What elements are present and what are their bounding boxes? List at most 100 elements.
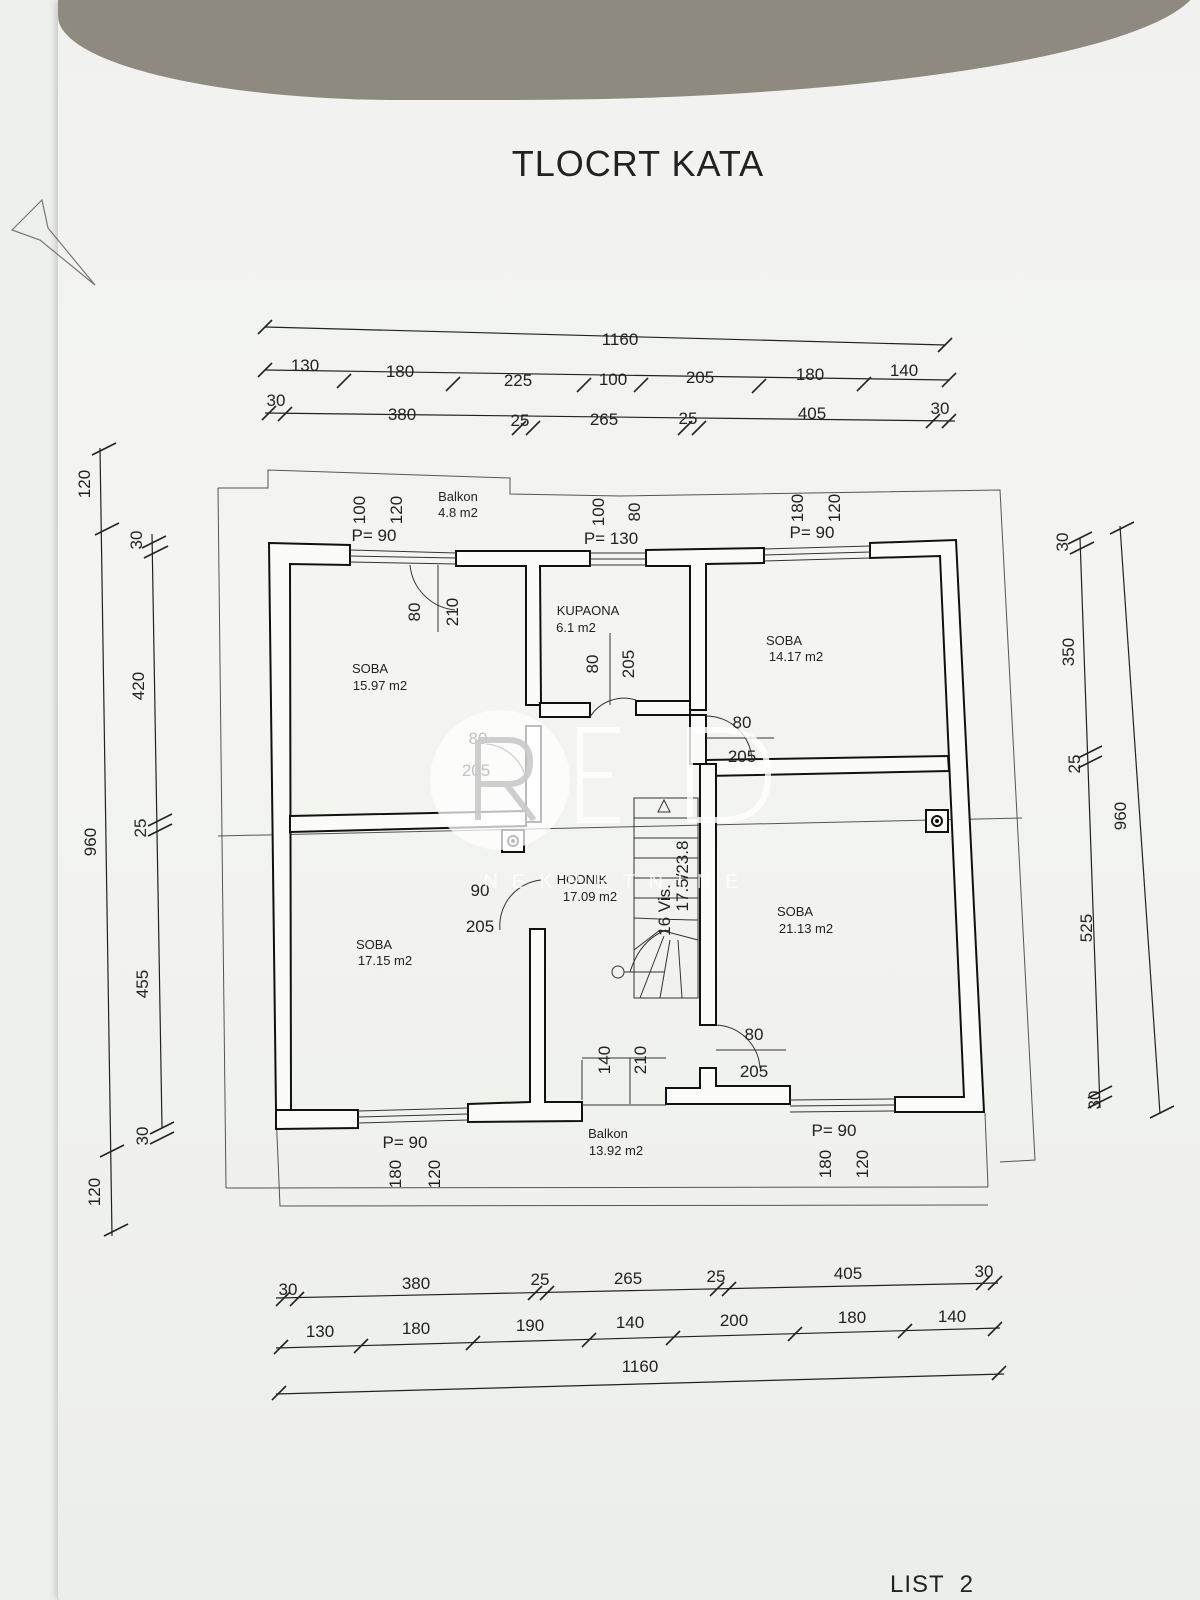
dim-label: 140: [938, 1307, 966, 1326]
dim-label: 30: [267, 391, 286, 410]
win-nw-p: P= 90: [352, 526, 397, 545]
room-area-soba-se: 21.13 m2: [779, 921, 833, 936]
door-hall-se-w: 80: [745, 1025, 764, 1044]
dim-left-outer: 120 960 120: [75, 470, 104, 1206]
dim-label: 405: [798, 404, 826, 423]
dim-label: 380: [402, 1274, 430, 1293]
bottom-dimension-lines: [271, 1275, 1007, 1401]
room-area-kupaona: 6.1 m2: [556, 620, 596, 635]
windows: [349, 545, 896, 1124]
top-dimension-lines: [257, 319, 957, 436]
dim-label: 265: [614, 1269, 642, 1288]
dim-label: 140: [890, 361, 918, 380]
dim-label: 405: [834, 1264, 862, 1283]
win-se-p: P= 90: [812, 1121, 857, 1140]
door-hall-se-h: 205: [740, 1062, 768, 1081]
dim-label: 25: [679, 409, 698, 428]
chimney-symbols: [501, 809, 949, 853]
dim-label: 30: [1085, 1091, 1104, 1110]
win-sw-a: 180: [386, 1160, 405, 1188]
dim-label: 30: [1053, 533, 1072, 552]
room-name-soba-se: SOBA: [777, 904, 813, 919]
room-area-soba-ne: 14.17 m2: [769, 649, 823, 664]
room-area-soba-sw: 17.15 m2: [358, 953, 412, 968]
win-ne-b: 120: [825, 494, 844, 522]
dim-right-outer: 960: [1111, 802, 1130, 830]
room-name-balkon-n: Balkon: [438, 489, 478, 504]
dim-top-row2: 30 380 25 265 25 405 30: [267, 391, 950, 430]
dim-label: 130: [291, 356, 319, 375]
sheet-number: LIST 2: [890, 1571, 974, 1598]
dim-label: 420: [129, 672, 148, 700]
win-ne-a: 180: [788, 494, 807, 522]
stair-steps: 16 Vis.: [655, 884, 674, 936]
win-bath-b: 80: [625, 503, 644, 522]
dim-left-inner: 30 420 25 455 30: [127, 531, 152, 1146]
dim-top-total: 1160: [602, 330, 639, 349]
dim-label: 205: [686, 368, 714, 387]
plan-title: TLOCRT KATA: [512, 143, 764, 184]
dim-label: 30: [133, 1127, 152, 1146]
dim-label: 380: [388, 405, 416, 424]
dim-label: 525: [1077, 914, 1096, 942]
room-area-balkon-n: 4.8 m2: [438, 505, 478, 520]
watermark: NEKRETNINE: [430, 710, 772, 893]
dim-label: 30: [975, 1262, 994, 1281]
win-bath-p: P= 130: [584, 529, 638, 548]
door-bath-h: 205: [619, 650, 638, 678]
watermark-subtitle: NEKRETNINE: [484, 871, 753, 893]
room-name-soba-nw: SOBA: [352, 661, 388, 676]
window-annotations: P= 90 100 120 P= 130 100 80 P= 90 180 12…: [350, 494, 872, 1188]
dim-label: 120: [75, 470, 94, 498]
dim-label: 25: [707, 1267, 726, 1286]
stair-size: 17.5/23.8: [673, 841, 692, 912]
stair-annotation: 16 Vis. 17.5/23.8: [655, 841, 692, 936]
room-name-hodnik: HODNIK: [557, 872, 608, 887]
watermark-logo-r: [475, 737, 537, 822]
dim-label: 225: [504, 371, 532, 390]
win-sw-p: P= 90: [383, 1133, 428, 1152]
dim-bottom-row2: 130 180 190 140 200 180 140: [306, 1307, 966, 1341]
win-ne-p: P= 90: [790, 523, 835, 542]
dim-label: 100: [599, 370, 627, 389]
dim-top-row1: 130 180 225 100 205 180 140: [291, 356, 918, 390]
watermark-logo-e: [577, 727, 620, 823]
dim-bottom-row1: 30 380 25 265 25 405 30: [279, 1262, 994, 1299]
staircase[interactable]: [611, 797, 699, 999]
room-area-soba-nw: 15.97 m2: [353, 678, 407, 693]
dim-label: 200: [720, 1311, 748, 1330]
dim-label: 130: [306, 1322, 334, 1341]
room-area-hodnik: 17.09 m2: [563, 889, 617, 904]
dim-label: 30: [127, 531, 146, 550]
room-area-balkon-s: 13.92 m2: [589, 1143, 643, 1158]
right-dimension-lines: [1067, 521, 1175, 1119]
win-se-a: 180: [816, 1150, 835, 1178]
dim-right-inner: 30 350 25 525 30: [1053, 533, 1104, 1110]
dim-label: 30: [931, 399, 950, 418]
dim-label: 140: [616, 1313, 644, 1332]
dim-label: 120: [85, 1178, 104, 1206]
dim-label: 25: [511, 411, 530, 430]
win-nw-b: 120: [387, 496, 406, 524]
folded-corner-mark: [10, 198, 96, 286]
door-balcony-s-w: 140: [595, 1046, 614, 1074]
dim-label: 180: [838, 1308, 866, 1327]
dim-bottom-total: 1160: [622, 1357, 659, 1376]
dim-label: 25: [1065, 755, 1084, 774]
watermark-logo-d: [687, 727, 772, 823]
dim-label: 180: [386, 362, 414, 381]
door-balcony-s-h: 210: [631, 1046, 650, 1074]
win-nw-a: 100: [350, 496, 369, 524]
room-name-soba-sw: SOBA: [356, 937, 392, 952]
dim-label: 180: [402, 1319, 430, 1338]
door-hall-ne-h: 205: [728, 747, 756, 766]
door-hall-sw-h: 205: [466, 917, 494, 936]
door-bath-w: 80: [583, 655, 602, 674]
room-name-balkon-s: Balkon: [588, 1126, 628, 1141]
door-hall-sw-w: 90: [471, 881, 490, 900]
win-bath-a: 100: [589, 498, 608, 526]
door-nw-balcony-h: 210: [443, 598, 462, 626]
room-labels: SOBA 15.97 m2 KUPAONA 6.1 m2 SOBA 14.17 …: [352, 489, 833, 1158]
dim-label: 30: [279, 1280, 298, 1299]
